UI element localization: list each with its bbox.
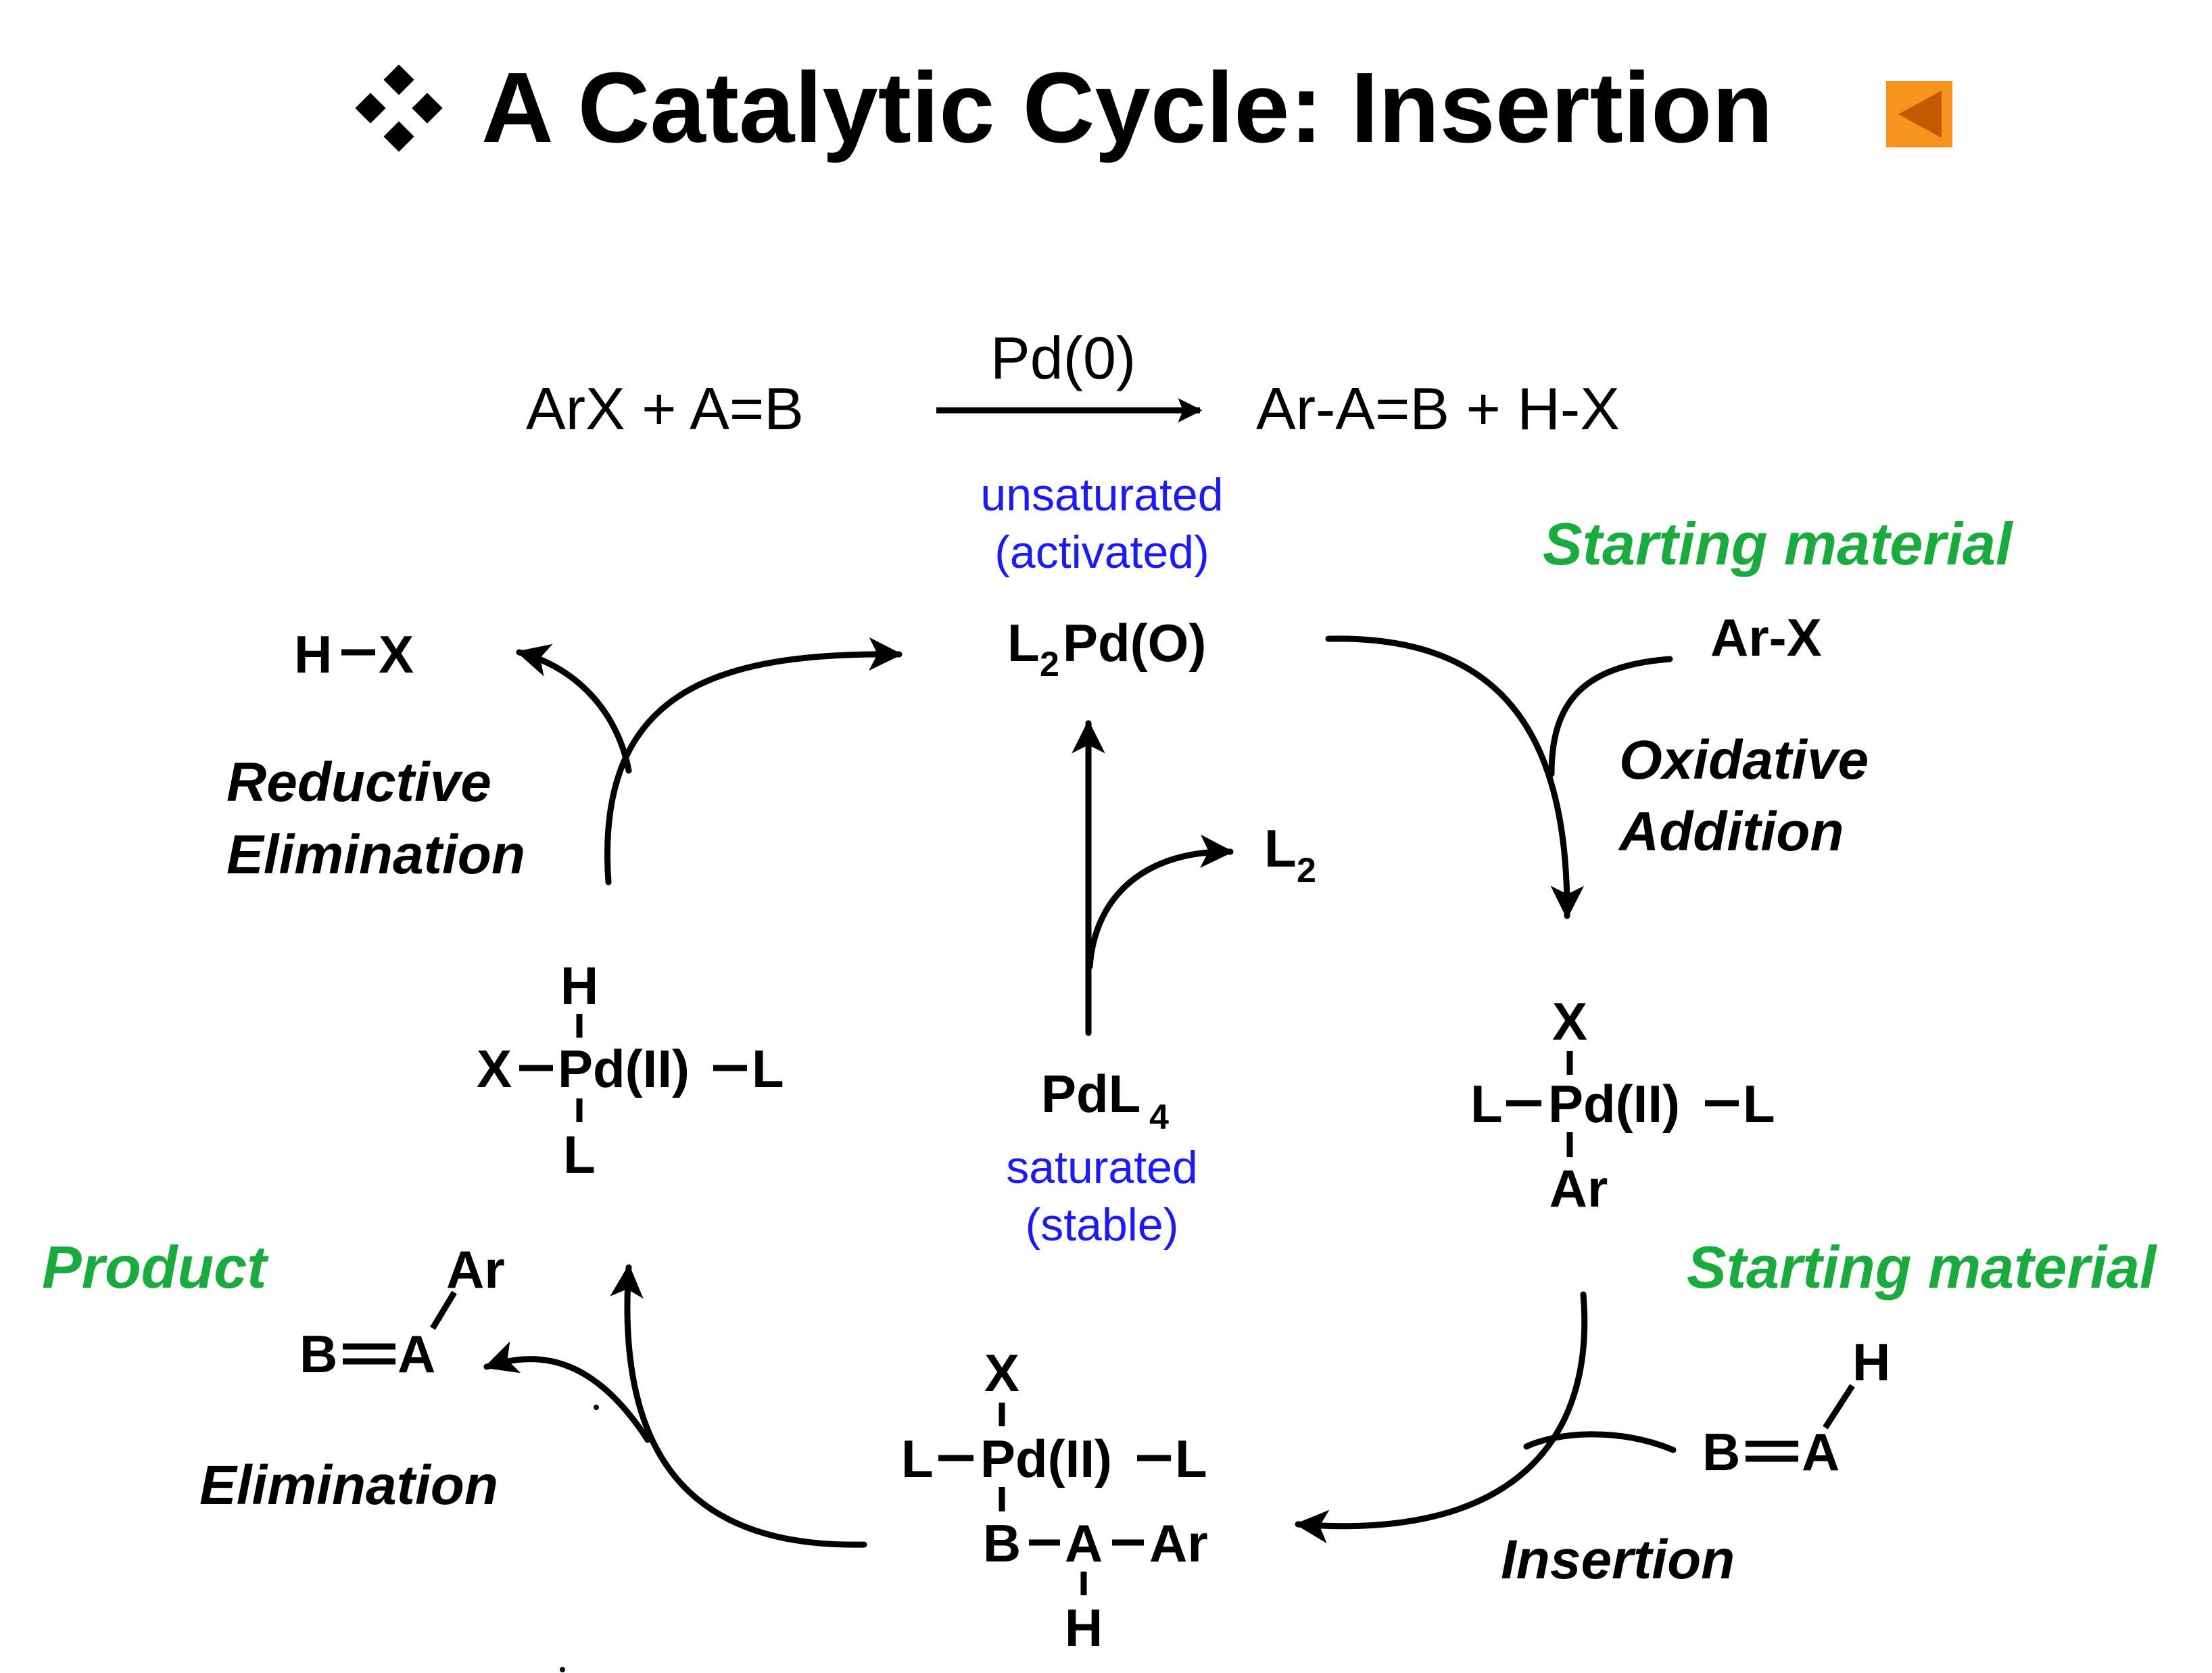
ins-b: B xyxy=(983,1513,1021,1573)
back-nav-icon[interactable] xyxy=(1886,81,1952,147)
hx-x: X xyxy=(379,625,414,684)
re-top-h: H xyxy=(560,956,598,1015)
oxidative-addition-label: Addition xyxy=(1618,801,1844,863)
l2-main: L xyxy=(1264,819,1297,878)
prod-a: A xyxy=(398,1324,435,1384)
l2pd0-l: L xyxy=(1007,613,1040,673)
re-center-pd: Pd(II) xyxy=(558,1039,690,1098)
speck-dot xyxy=(560,1667,565,1672)
insertion-label: Insertion xyxy=(1501,1529,1735,1591)
stable-label: (stable) xyxy=(1026,1199,1179,1251)
l2-subscript: 2 xyxy=(1297,851,1316,890)
oxidative-addition-complex: X L Pd(II) L Ar xyxy=(1470,992,1775,1218)
re-left-x: X xyxy=(477,1039,512,1098)
unsaturated-label: unsaturated xyxy=(980,469,1223,520)
alkene-entry-arrow xyxy=(1523,1431,1677,1453)
ins-a: A xyxy=(1065,1513,1103,1573)
sm-h: H xyxy=(1852,1332,1890,1392)
reductive-elimination-label: Reductive xyxy=(226,752,491,813)
l2-species: L 2 xyxy=(1264,819,1316,890)
ox-top-x: X xyxy=(1552,992,1587,1051)
pdl4-main: PdL xyxy=(1041,1064,1140,1123)
equation-reactants: ArX + A=B xyxy=(526,375,804,442)
l2pd0-species: L 2 Pd(O) xyxy=(1007,613,1206,684)
equation-products: Ar-A=B + H-X xyxy=(1256,375,1620,442)
starting-material-label: Starting material xyxy=(1687,1234,2157,1301)
arx-entry-arrow xyxy=(1548,656,1673,777)
sm-a: A xyxy=(1802,1422,1840,1482)
hx-exit-arrow xyxy=(516,644,632,774)
oxidative-addition-arrow xyxy=(1325,635,1585,919)
hx-species: H X xyxy=(294,625,414,684)
ins-center-pd: Pd(II) xyxy=(980,1429,1112,1488)
re-right-l: L xyxy=(752,1039,784,1098)
reductive-elimination-arrow xyxy=(604,637,903,886)
ins-h: H xyxy=(1065,1598,1103,1657)
ins-ar: Ar xyxy=(1149,1513,1208,1573)
oxidative-addition-label: Oxidative xyxy=(1619,729,1869,791)
alkene-product: B A Ar xyxy=(299,1240,505,1384)
ox-bottom-ar: Ar xyxy=(1549,1159,1608,1218)
prod-ar: Ar xyxy=(446,1240,505,1299)
re-bottom-l: L xyxy=(563,1125,596,1184)
hx-h: H xyxy=(294,625,332,684)
bullet-icon xyxy=(355,64,443,152)
activated-label: (activated) xyxy=(994,527,1209,578)
ox-center-pd: Pd(II) xyxy=(1548,1074,1680,1134)
product-exit-arrow xyxy=(483,1341,651,1443)
equation-catalyst: Pd(0) xyxy=(990,324,1136,391)
sm-b: B xyxy=(1702,1422,1740,1482)
ox-left-l: L xyxy=(1470,1074,1503,1134)
page-title: A Catalytic Cycle: Insertion xyxy=(481,52,1773,164)
arx-species: Ar-X xyxy=(1710,608,1822,667)
insertion-complex: X L Pd(II) L B A Ar H xyxy=(901,1343,1208,1657)
ligand-loss-arrow xyxy=(1086,834,1234,970)
pdl4-subscript: 4 xyxy=(1149,1098,1169,1137)
product-label: Product xyxy=(42,1234,269,1301)
ins-top-x: X xyxy=(984,1343,1019,1403)
alkene-starting-material: B A H xyxy=(1702,1332,1890,1482)
prod-b: B xyxy=(299,1324,337,1384)
elimination-arrow xyxy=(610,1264,867,1548)
l2pd0-subscript: 2 xyxy=(1040,645,1059,684)
speck-dot xyxy=(594,1405,599,1410)
saturated-label: saturated xyxy=(1006,1142,1198,1193)
reductive-elimination-label: Elimination xyxy=(226,824,525,886)
ins-right-l: L xyxy=(1175,1429,1207,1488)
starting-material-label: Starting material xyxy=(1543,510,2013,577)
ins-left-l: L xyxy=(901,1429,934,1488)
insertion-arrow xyxy=(1295,1291,1588,1544)
reductive-elimination-complex: H X Pd(II) L L xyxy=(477,956,784,1184)
pdl4-species: PdL 4 xyxy=(1041,1064,1169,1137)
ox-right-l: L xyxy=(1743,1074,1775,1134)
elimination-label: Elimination xyxy=(199,1455,498,1516)
l2pd0-rest: Pd(O) xyxy=(1063,613,1206,673)
